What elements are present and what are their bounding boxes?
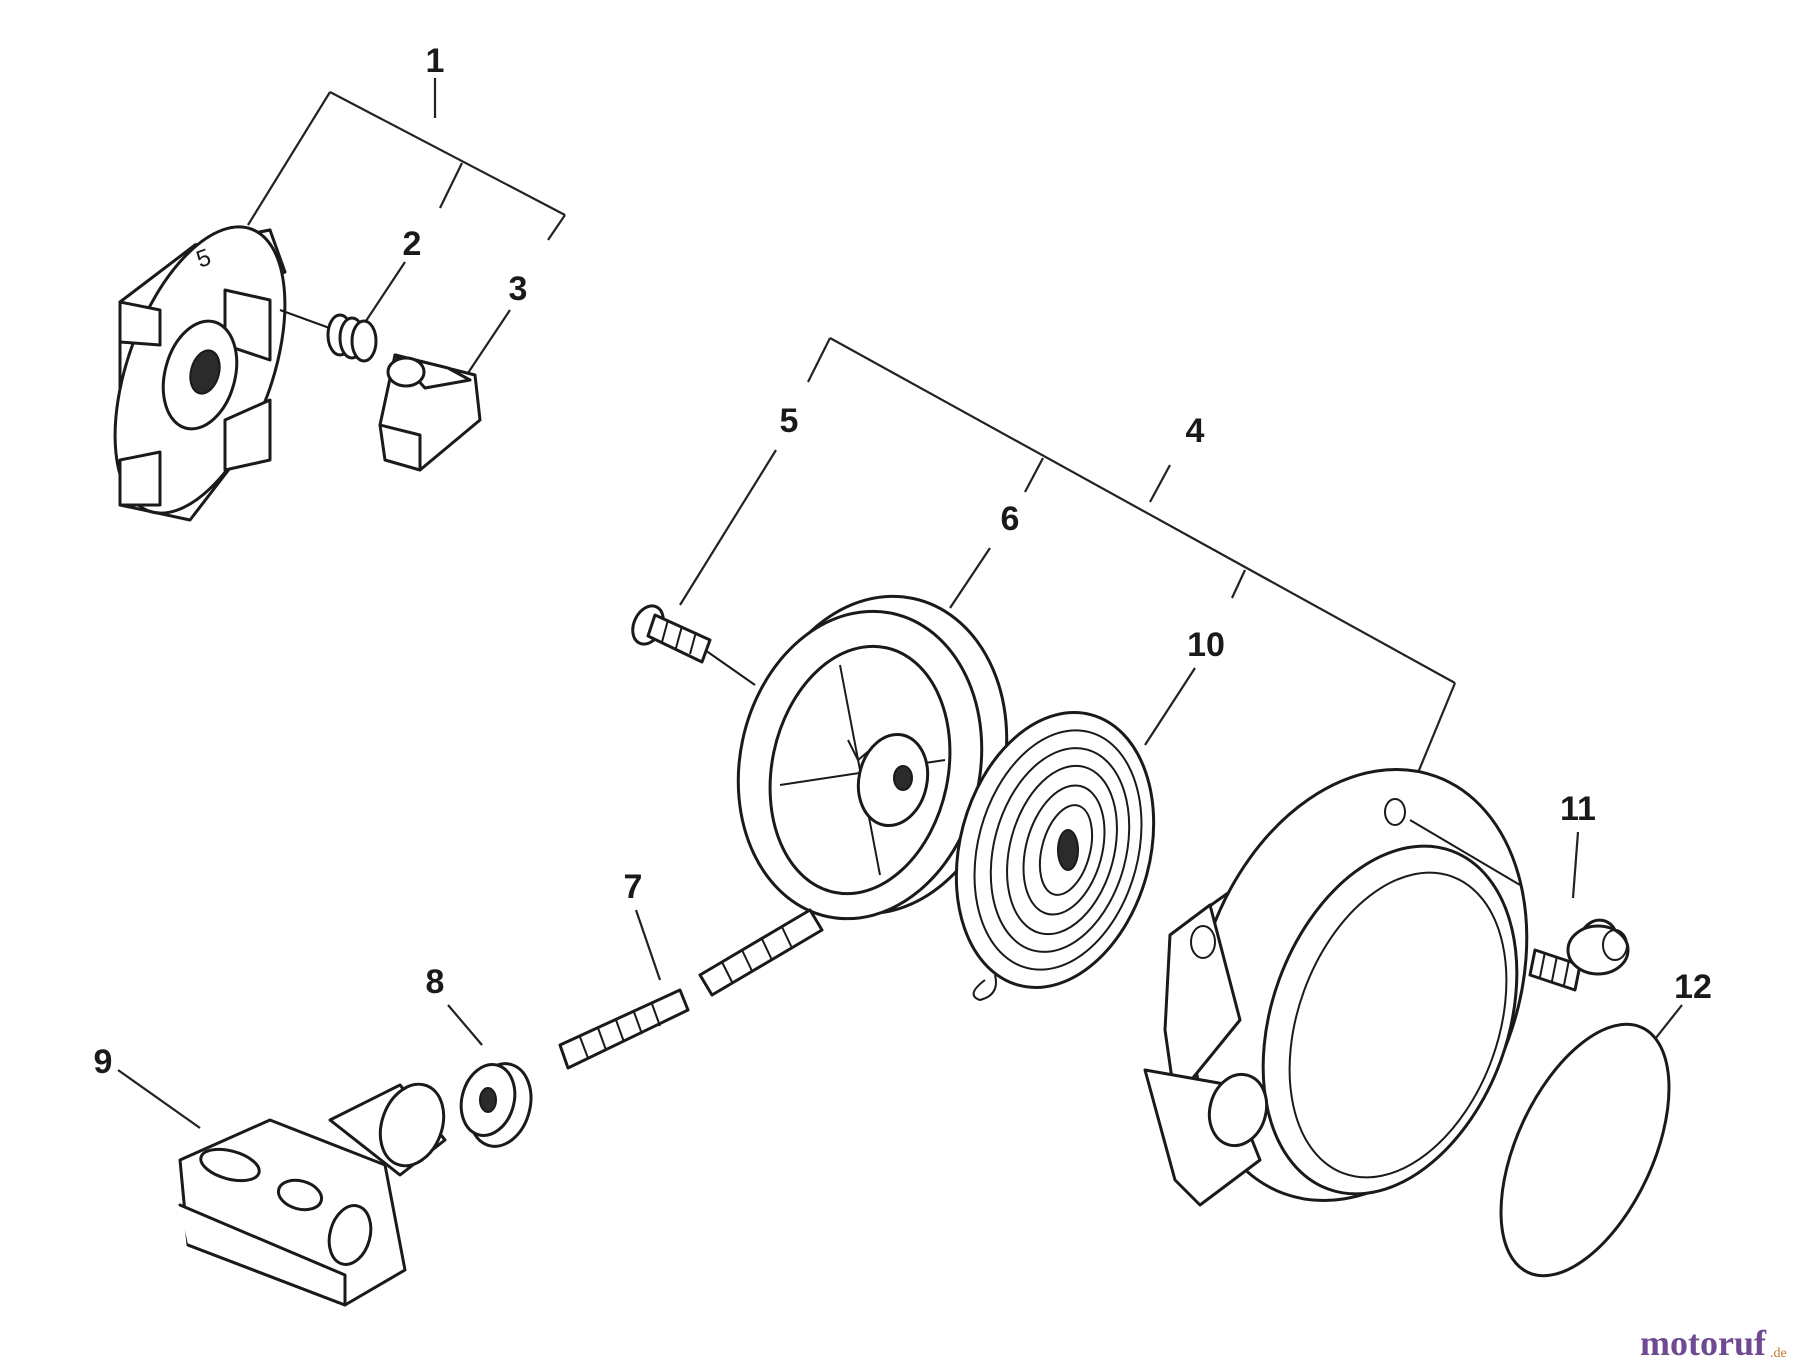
watermark-suffix: .de bbox=[1770, 1346, 1787, 1361]
callout-10: 10 bbox=[1187, 626, 1225, 664]
callout-6: 6 bbox=[1001, 500, 1020, 538]
watermark-text: motoruf bbox=[1640, 1323, 1767, 1363]
callout-2: 2 bbox=[403, 225, 422, 263]
pulley-part bbox=[736, 594, 1009, 921]
starter-handle-part bbox=[178, 1082, 447, 1307]
callout-3: 3 bbox=[509, 270, 528, 308]
callout-12: 12 bbox=[1674, 968, 1712, 1006]
pawl-part bbox=[378, 353, 482, 472]
callout-5: 5 bbox=[780, 402, 799, 440]
recoil-spring-part bbox=[954, 711, 1156, 1002]
starter-housing-part bbox=[1143, 768, 1529, 1207]
callout-1: 1 bbox=[426, 42, 445, 80]
callout-4: 4 bbox=[1186, 412, 1205, 450]
callout-7: 7 bbox=[624, 868, 643, 906]
leader-lines bbox=[117, 78, 1683, 1129]
callout-9: 9 bbox=[94, 1043, 113, 1081]
callout-labels: 1 2 3 4 5 6 7 8 9 10 11 12 bbox=[94, 42, 1712, 1081]
bolt-part bbox=[1528, 918, 1630, 992]
callout-11: 11 bbox=[1560, 790, 1596, 828]
screw-part bbox=[631, 604, 756, 686]
rope-guide-part bbox=[459, 1062, 533, 1148]
rope-spring-part bbox=[558, 908, 824, 1070]
callout-8: 8 bbox=[426, 963, 445, 1001]
watermark-logo: motoruf .de bbox=[1640, 1323, 1787, 1363]
ratchet-hub-part: 5 bbox=[113, 225, 287, 522]
pawl-spring-part bbox=[279, 309, 378, 363]
o-ring-part bbox=[1499, 1022, 1671, 1278]
